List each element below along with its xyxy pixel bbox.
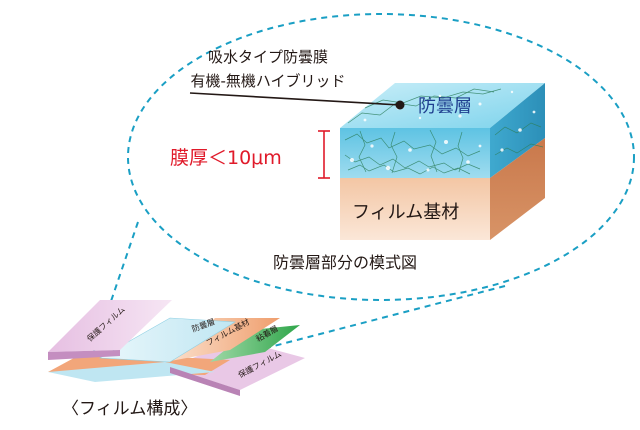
film-stack: 保護フィルム 防曇層 フィルム基材 粘着層 保護フィルム bbox=[48, 300, 305, 396]
film-top-pink-edge bbox=[48, 350, 120, 360]
magnifier-connector-right bbox=[242, 285, 506, 355]
film-blue-top bbox=[98, 317, 236, 363]
layer-block-3d bbox=[340, 83, 545, 240]
callout-pointer-line bbox=[189, 92, 401, 106]
antifog-side-face bbox=[490, 83, 545, 178]
film-blue-base bbox=[48, 362, 215, 382]
antifog-top-face bbox=[340, 83, 545, 128]
magnifier-connector-left bbox=[92, 221, 139, 355]
callout-pointer-dot bbox=[395, 100, 405, 110]
detail-caption: 防曇層部分の模式図 bbox=[273, 253, 417, 272]
magnifier-ellipse bbox=[127, 13, 635, 301]
antifog-texture bbox=[344, 88, 544, 175]
film-green-strip bbox=[210, 325, 300, 362]
substrate-side-face bbox=[490, 138, 545, 240]
structure-title: 〈フィルム構成〉 bbox=[62, 399, 197, 419]
callout-line-1: 吸水タイプ防曇膜 bbox=[208, 48, 328, 66]
substrate-layer-label: フィルム基材 bbox=[352, 202, 459, 223]
film-bottom-pink-edge bbox=[170, 367, 240, 396]
film-bottom-pink bbox=[170, 340, 305, 390]
thickness-label: 膜厚＜10μm bbox=[170, 147, 282, 169]
antifog-front-face bbox=[340, 128, 490, 178]
substrate-front-face bbox=[340, 178, 490, 240]
callout-line-2: 有機-無機ハイブリッド bbox=[190, 72, 345, 90]
antifog-layer-label: 防曇層 bbox=[418, 96, 472, 117]
film-top-pink bbox=[48, 300, 172, 352]
thickness-bracket bbox=[318, 130, 330, 179]
film-orange-strip bbox=[165, 318, 280, 362]
